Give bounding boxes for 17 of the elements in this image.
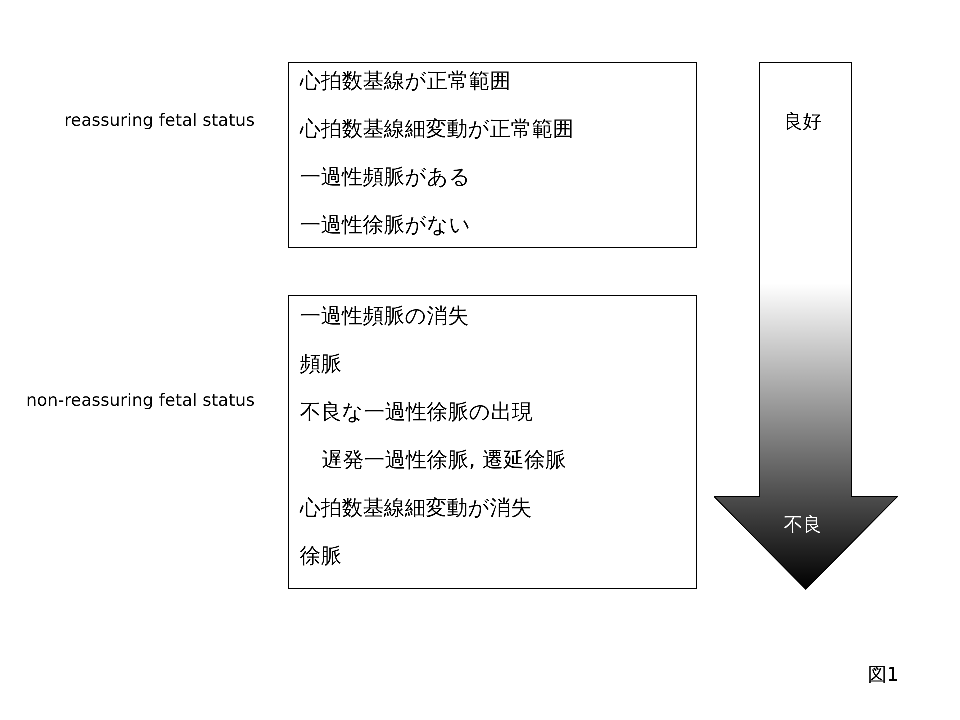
list-item-text: 心拍数基線が正常範囲 <box>300 68 511 95</box>
list-item-text: 徐脈 <box>300 543 342 570</box>
scale-label: 良好 <box>784 110 822 135</box>
figure-label: 図1 <box>868 663 900 688</box>
list-item-text: 心拍数基線細変動が正常範囲 <box>300 116 574 143</box>
list-item-text: 遅発一過性徐脈, 遷延徐脈 <box>322 447 566 474</box>
scale-label: 不良 <box>784 513 822 538</box>
text-box <box>288 295 697 589</box>
list-item-text: 一過性頻脈の消失 <box>300 303 469 330</box>
list-item-text: 不良な一過性徐脈の出現 <box>300 399 533 426</box>
list-item-text: 一過性徐脈がない <box>300 212 471 239</box>
text-box <box>288 62 697 248</box>
list-item-text: 一過性頻脈がある <box>300 164 471 191</box>
list-item-text: 心拍数基線細変動が消失 <box>300 495 532 522</box>
status-caption: non-reassuring fetal status <box>25 390 255 413</box>
status-caption: reassuring fetal status <box>63 110 255 133</box>
list-item-text: 頻脈 <box>300 351 342 378</box>
